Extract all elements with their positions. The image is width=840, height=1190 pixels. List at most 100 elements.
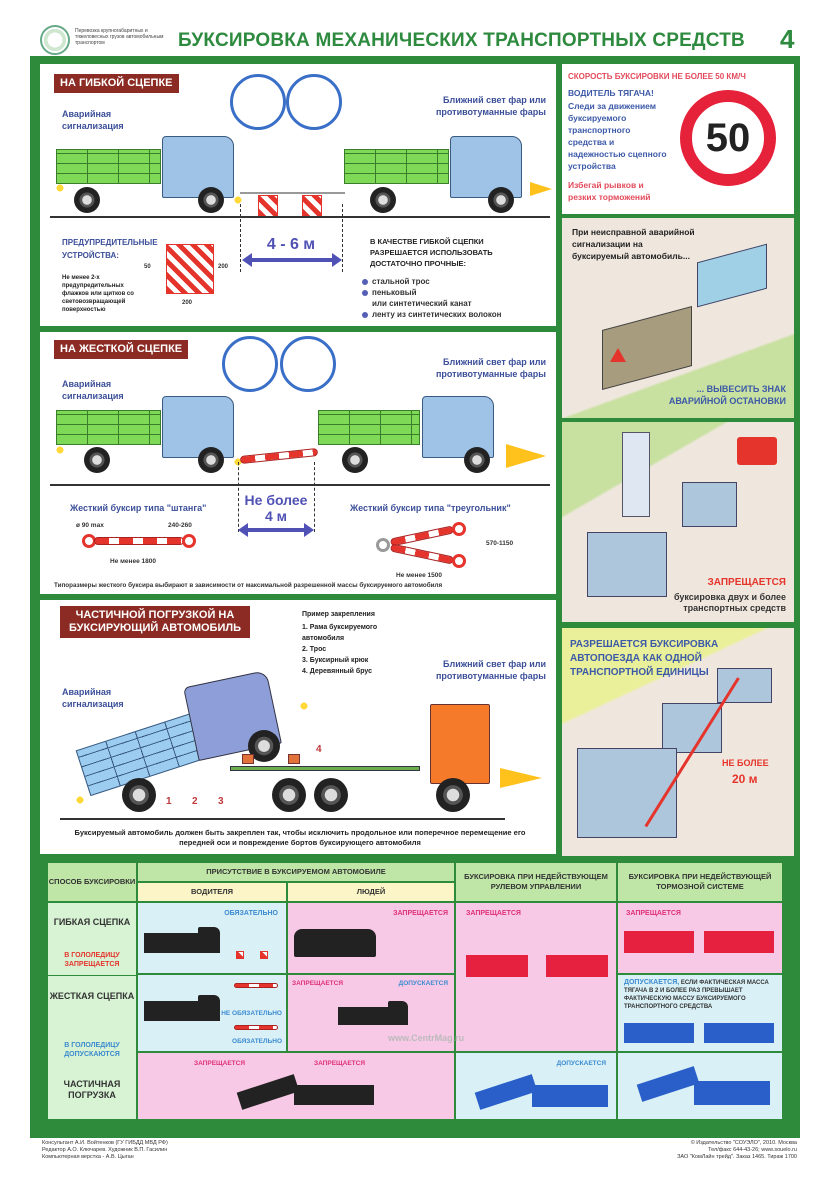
speed-heading: СКОРОСТЬ БУКСИРОВКИ НЕ БОЛЕЕ 50 КМ/Ч [568, 72, 746, 81]
truck-silhouette-icon [338, 1007, 388, 1025]
tow-truck-cab [430, 704, 490, 784]
shackle-detail-icon [286, 74, 342, 130]
dim-line [314, 462, 315, 532]
example-item-2: 2. Трос [302, 646, 327, 653]
col-presence: ПРИСУТСТВИЕ В БУКСИРУЕМОМ АВТОМОБИЛЕ [137, 862, 455, 882]
row-label-partial: ЧАСТИЧНАЯ ПОГРУЗКА [63, 1079, 121, 1100]
red-truck-icon [704, 931, 774, 953]
headlight-beam-icon [530, 182, 552, 196]
prohibit-panel: ЗАПРЕЩАЕТСЯ буксировка двух и более тран… [562, 422, 794, 622]
publisher-line: Тел/факс 644-43-26; www.souelo.ru [708, 1147, 797, 1153]
publisher-line: ЗАО "КомЛайн трейд". Заказ 1465. Тираж 1… [677, 1154, 797, 1160]
red-truck [737, 437, 777, 465]
tilted-truck-icon [474, 1074, 538, 1110]
driver-title: ВОДИТЕЛЬ ТЯГАЧА! [568, 88, 654, 98]
blue-truck-icon [694, 1081, 770, 1105]
allowed-title: В КАЧЕСТВЕ ГИБКОЙ СЦЕПКИ РАЗРЕШАЕТСЯ ИСП… [370, 237, 493, 268]
dim-line [238, 462, 239, 532]
partial-note: Буксируемый автомобиль должен быть закре… [74, 828, 526, 847]
bar-segment: 240-260 [168, 522, 192, 529]
red-truck-icon [624, 931, 694, 953]
triangle-arm-icon [389, 543, 455, 565]
warning-flag-icon [302, 195, 322, 217]
truck-body [56, 149, 161, 184]
middle-truck [682, 482, 737, 527]
status-allowed: ДОПУСКАЕТСЯ [398, 980, 448, 987]
marker-3: 3 [218, 796, 224, 807]
col-steering: БУКСИРОВКА ПРИ НЕДЕЙСТВУЮЩЕМ РУЛЕВОМ УПР… [455, 862, 617, 902]
distance-line1: Не более [244, 492, 308, 508]
wheel [198, 187, 224, 213]
marker-4: 4 [316, 744, 322, 755]
wheel [436, 778, 470, 812]
marker-1: 1 [166, 796, 172, 807]
rigid-bar-icon [94, 537, 184, 545]
triangle-ring-icon [376, 538, 390, 552]
truck-cab-icon [198, 995, 220, 1021]
flag-height: 200 [218, 264, 229, 270]
bus-silhouette-icon [294, 929, 376, 957]
cell-flexible-brakes: ЗАПРЕЩАЕТСЯ [617, 902, 783, 974]
credit-line: Консультант А.И. Войтенков (ГУ ГИБДД МВД… [42, 1140, 168, 1146]
list-item: пеньковый [362, 287, 547, 298]
roadtrain-limit-value: 20 м [732, 772, 758, 786]
triangle-ring-icon [452, 554, 466, 568]
tilted-truck-icon [636, 1066, 700, 1102]
warning-flag-icon [258, 195, 278, 217]
status-required: ОБЯЗАТЕЛЬНО [232, 1038, 282, 1045]
row-divider [48, 975, 136, 976]
col-brakes: БУКСИРОВКА ПРИ НЕДЕЙСТВУЮЩЕЙ ТОРМОЗНОЙ С… [617, 862, 783, 902]
hazard-light-icon [54, 182, 66, 194]
wheel [74, 187, 100, 213]
partial-panel: ЧАСТИЧНОЙ ПОГРУЗКОЙ НА БУКСИРУЮЩИЙ АВТОМ… [40, 600, 556, 854]
emblem-icon [40, 25, 70, 55]
allowed-list: стальной трос пеньковый или синтетически… [362, 276, 547, 320]
flag-stripe: 50 [144, 264, 151, 270]
tow-bar [239, 447, 319, 465]
hazard-fail-text: При неисправной аварийной сигнализации н… [572, 227, 695, 261]
wheel [464, 447, 490, 473]
rigid-panel: НА ЖЕСТКОЙ СЦЕПКЕ Аварийная сигнализация… [40, 332, 556, 594]
towing-rules-table: СПОСОБ БУКСИРОВКИ ПРИСУТСТВИЕ В БУКСИРУЕ… [45, 860, 785, 1122]
wheel [314, 778, 348, 812]
wheel [342, 447, 368, 473]
footer-publisher: © Издательство "СОУЭЛО", 2010. Москва Те… [540, 1140, 797, 1161]
status-allowed: ДОПУСКАЕТСЯ [556, 1060, 606, 1067]
cell-rigid-driver: НЕ ОБЯЗАТЕЛЬНО ОБЯЗАТЕЛЬНО [137, 974, 287, 1052]
flatbed [230, 766, 420, 771]
flag-icon [260, 951, 268, 959]
triangle-height: 570-1150 [486, 540, 514, 547]
roadtrain-limit-label: НЕ БОЛЕЕ [722, 758, 769, 768]
hazard-fail-panel: При неисправной аварийной сигнализации н… [562, 218, 794, 418]
status-required: ОБЯЗАТЕЛЬНО [224, 910, 278, 917]
coupling-detail-icon [280, 336, 336, 392]
status-prohibited: ЗАПРЕЩАЕТСЯ [292, 980, 344, 987]
wood-block [288, 754, 300, 764]
col-method: СПОСОБ БУКСИРОВКИ [47, 862, 137, 902]
status-allowed: ДОПУСКАЕТСЯ, [624, 979, 680, 986]
wheel [84, 447, 110, 473]
flag-icon [236, 951, 244, 959]
driver-warning: Избегай рывков и резких торможений [568, 180, 651, 202]
wheel [198, 447, 224, 473]
status-prohibited: ЗАПРЕЩАЕТСЯ [314, 1060, 366, 1067]
truck-silhouette-icon [144, 933, 198, 953]
row-note-flexible: В ГОЛОЛЕДИЦУ ЗАПРЕЩАЕТСЯ [64, 952, 120, 968]
page-title: БУКСИРОВКА МЕХАНИЧЕСКИХ ТРАНСПОРТНЫХ СРЕ… [178, 30, 745, 51]
warning-devices-title: ПРЕДУПРЕДИТЕЛЬНЫЕ УСТРОЙСТВА: [62, 238, 158, 260]
col-driver: ВОДИТЕЛЯ [137, 882, 287, 902]
flexible-tag: НА ГИБКОЙ СЦЕПКЕ [54, 74, 179, 93]
lights-label: Ближний свет фар или противотуманные фар… [435, 357, 546, 379]
footer-credits: Консультант А.И. Войтенков (ГУ ГИБДД МВД… [42, 1140, 342, 1161]
example-item-4: 4. Деревянный брус [302, 668, 373, 675]
hitch-detail-icon [222, 336, 278, 392]
road-line [60, 818, 505, 820]
hazard-light-icon [298, 700, 310, 712]
wheel [370, 187, 396, 213]
tilted-truck-icon [236, 1074, 300, 1110]
row-label-rigid: ЖЕСТКАЯ СЦЕПКА [49, 991, 135, 1001]
status-prohibited: ЗАПРЕЩАЕТСЯ [466, 910, 521, 917]
truck-silhouette-icon [144, 1001, 198, 1021]
prohibit-text: буксировка двух и более транспортных сре… [673, 592, 786, 613]
truck-cab [162, 136, 234, 198]
